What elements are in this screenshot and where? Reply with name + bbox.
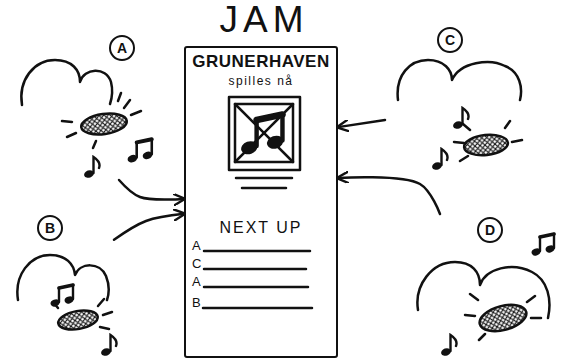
now-playing-label: spilles nå [186, 75, 336, 87]
music-note [431, 149, 448, 171]
listener-heads [417, 262, 549, 318]
album-note [239, 115, 285, 157]
queue-entry: B [192, 296, 201, 309]
music-note [127, 139, 154, 163]
group-letter-circle: B [37, 215, 63, 241]
track-lines [236, 178, 292, 188]
album-art [235, 104, 293, 162]
flow-arrow [338, 120, 385, 127]
group-letter: A [117, 41, 127, 55]
music-note [440, 335, 457, 357]
sound-ticks [53, 299, 112, 329]
listener-heads [21, 60, 112, 105]
queue-entry: A [192, 239, 201, 252]
album-frame [229, 97, 300, 170]
music-note [100, 335, 117, 357]
queue-entry: C [192, 257, 201, 270]
music-note [531, 234, 556, 257]
flow-arrow [114, 214, 184, 240]
queue-heading: NEXT UP [186, 220, 336, 236]
group-letter: D [485, 223, 495, 237]
queue-lines [203, 251, 312, 308]
phone-device [57, 308, 100, 333]
flow-arrow [338, 177, 440, 214]
phone-device [477, 300, 530, 336]
group-letter-circle: D [477, 217, 503, 243]
listener-group: B [12, 212, 114, 358]
sound-ticks [454, 121, 522, 161]
app-title: JAM [164, 1, 364, 38]
queue-entry: A [192, 275, 201, 288]
group-letter: C [445, 33, 455, 47]
phone-device [80, 111, 128, 137]
group-letter-circle: A [109, 35, 135, 61]
listener-group: D [410, 214, 560, 360]
listener-group: C [385, 25, 545, 175]
sound-ticks [62, 93, 141, 148]
listener-heads [17, 255, 108, 300]
album-cross [235, 104, 293, 162]
music-note [452, 108, 469, 130]
phone-device [463, 133, 509, 157]
phone-screen: GRUNERHAVENspilles nåNEXT UPACAB [184, 46, 338, 358]
group-letter-circle: C [437, 27, 463, 53]
group-letter: B [45, 221, 55, 235]
station-name: GRUNERHAVEN [186, 53, 336, 70]
listener-heads [398, 60, 521, 100]
flow-arrow [119, 180, 184, 200]
listener-group: A [15, 30, 155, 180]
music-note [83, 157, 100, 179]
music-note [50, 285, 75, 308]
sound-ticks [465, 294, 541, 340]
